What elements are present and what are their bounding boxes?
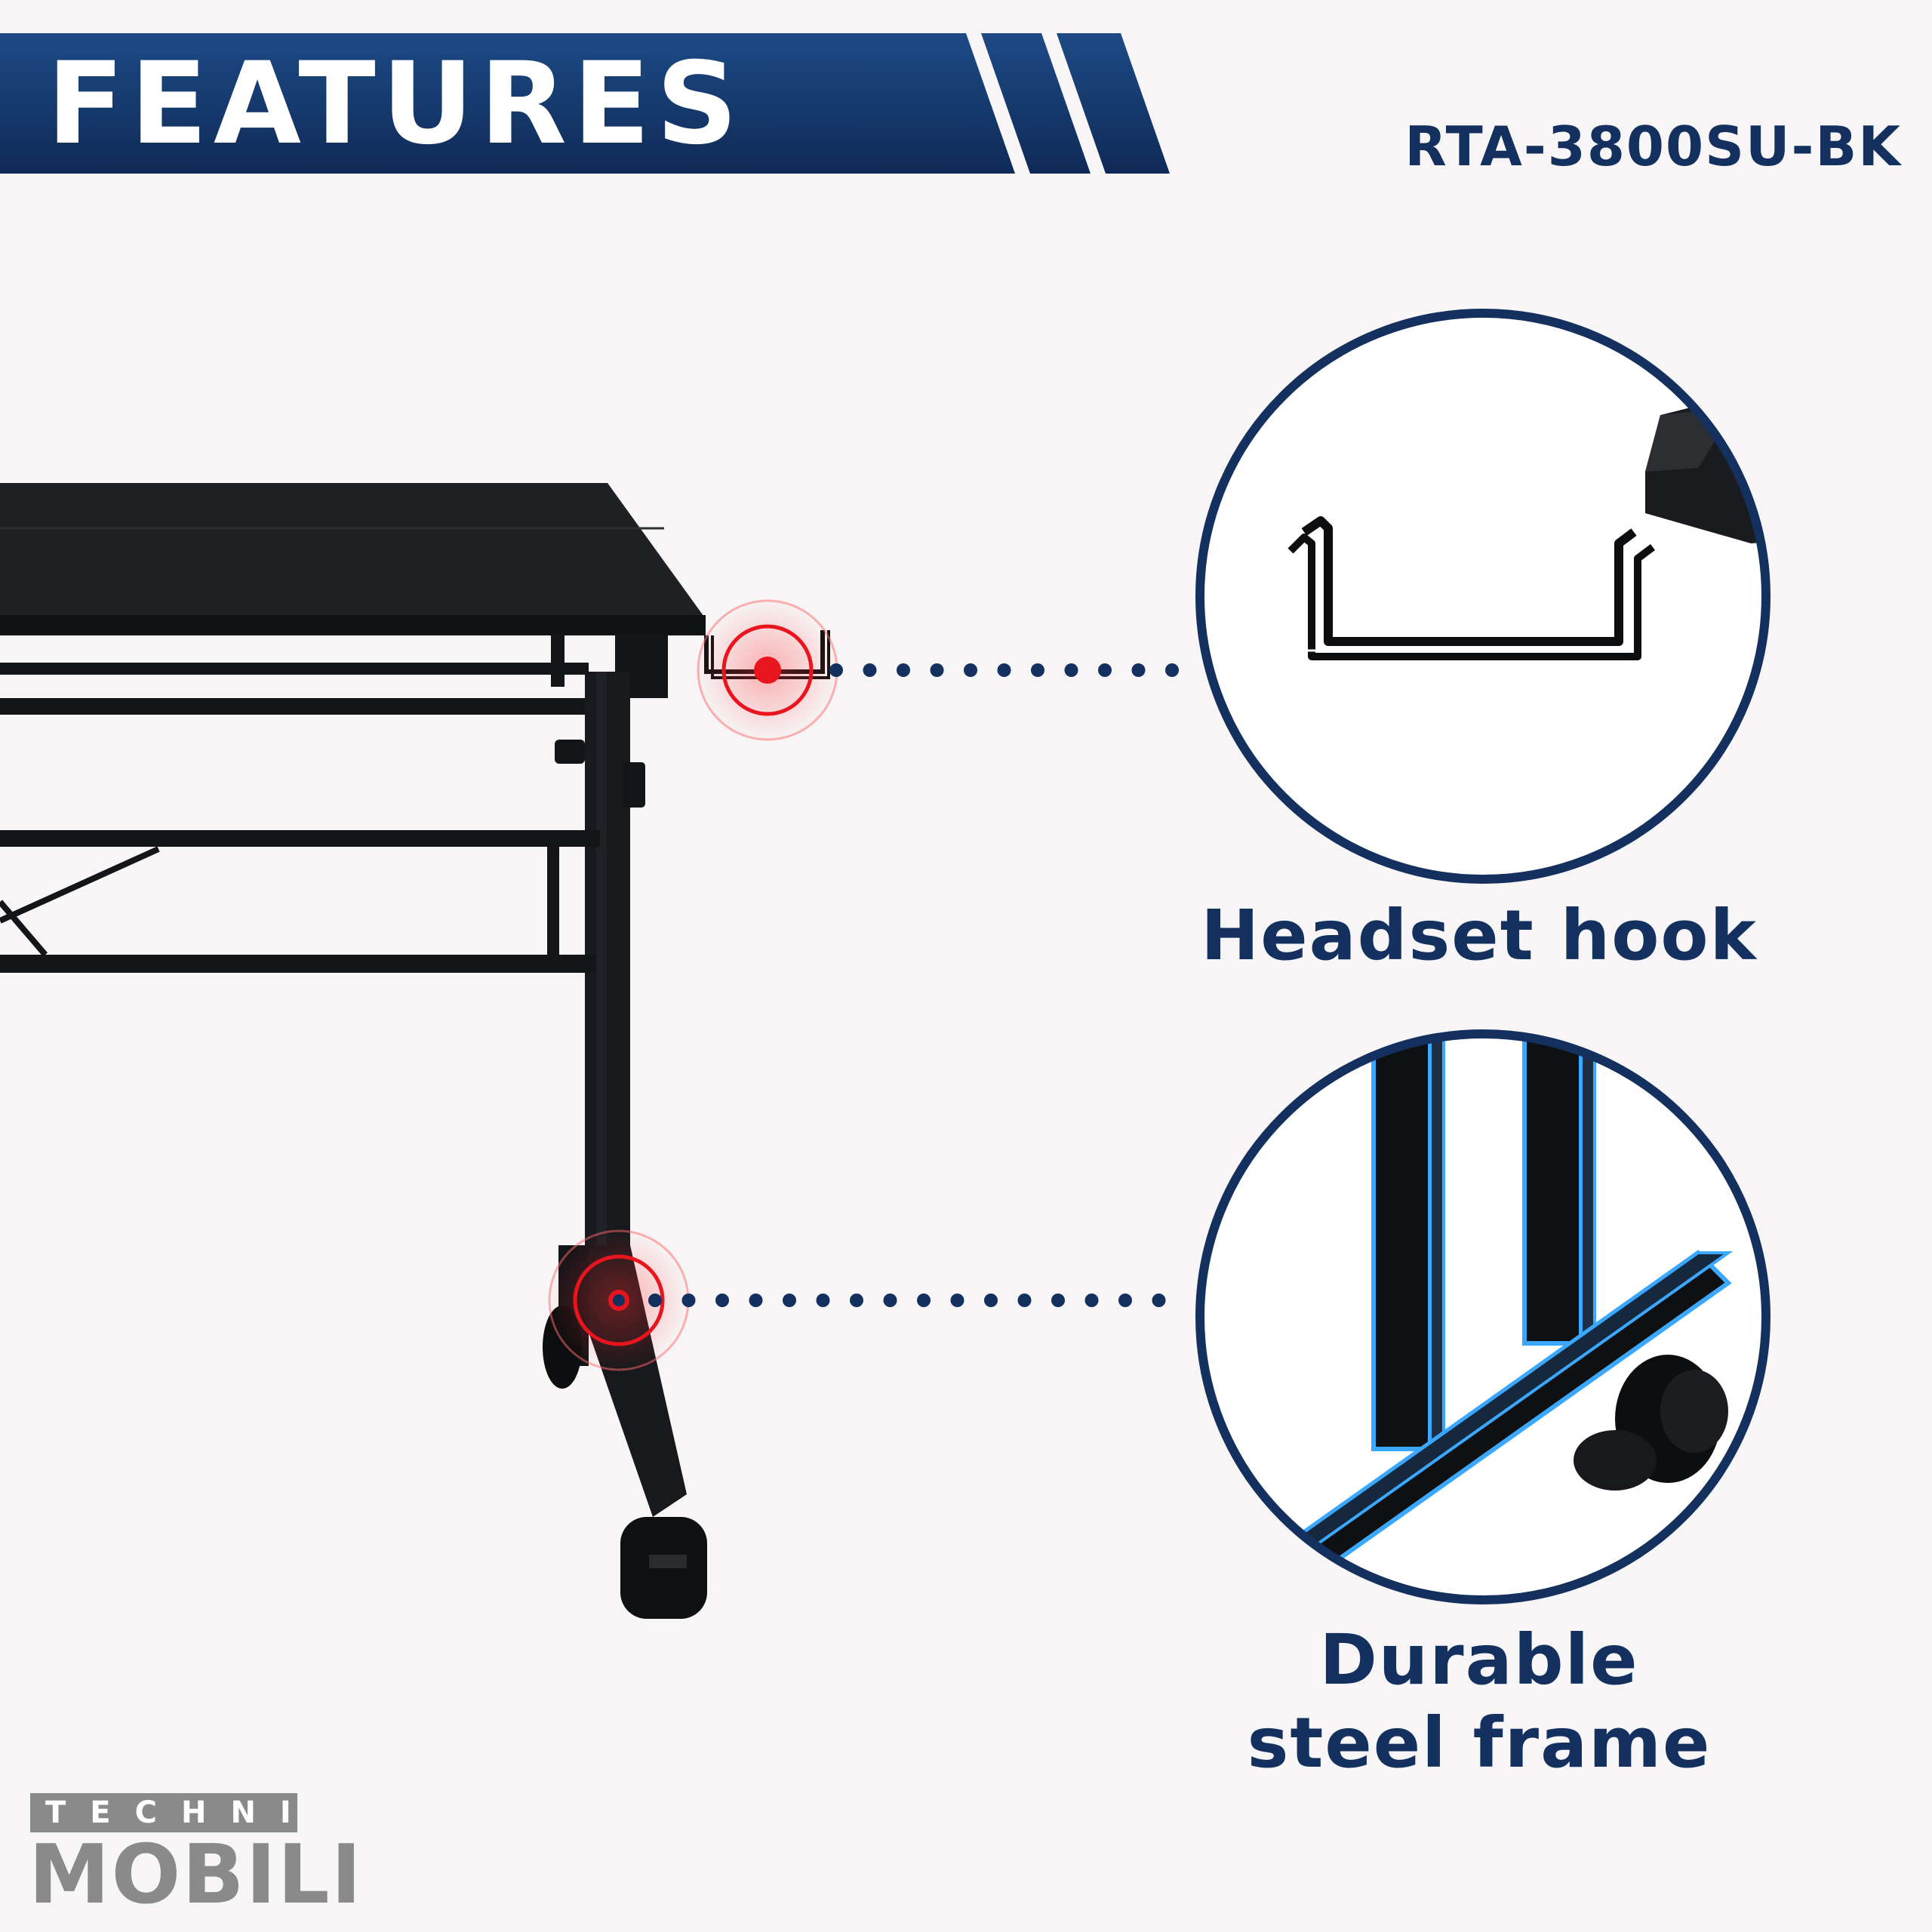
connector-dot xyxy=(681,1294,696,1307)
connector-headset-hook xyxy=(829,663,1179,677)
connector-dot xyxy=(829,663,843,677)
brand-logo-bottom: MOBILI xyxy=(29,1828,363,1922)
connector-dot xyxy=(964,663,977,677)
feature-label-line1: Durable xyxy=(1319,1620,1639,1700)
page-title: FEATURES xyxy=(47,38,744,170)
hotspot-headset-hook xyxy=(696,598,839,742)
connector-dot xyxy=(1051,1294,1065,1307)
connector-dot xyxy=(1017,1294,1032,1307)
model-number: RTA-3800SU-BK xyxy=(1404,115,1902,178)
connector-dot xyxy=(984,1294,998,1307)
desk-image xyxy=(0,483,830,1619)
zoom-circle-headset-hook xyxy=(1195,309,1770,884)
feature-label-headset-hook: Headset hook xyxy=(1201,895,1758,976)
connector-dot xyxy=(1152,1294,1166,1307)
connector-dot xyxy=(1031,663,1044,677)
connector-dot xyxy=(715,1294,729,1307)
connector-dot xyxy=(1118,1294,1132,1307)
connector-dot xyxy=(1064,663,1078,677)
connector-dot xyxy=(917,1294,931,1307)
zoom-circle-steel-frame xyxy=(1195,1029,1770,1604)
connector-dot xyxy=(749,1294,763,1307)
connector-dot xyxy=(883,1294,897,1307)
connector-dot xyxy=(783,1294,796,1307)
connector-dot xyxy=(950,1294,964,1307)
connector-dot xyxy=(648,1294,662,1307)
connector-dot xyxy=(816,1294,830,1307)
connector-dot xyxy=(930,663,944,677)
brand-logo-top: TECHNI xyxy=(30,1793,297,1832)
connector-dot xyxy=(863,663,877,677)
feature-label-line2: steel frame xyxy=(1247,1703,1712,1783)
connector-steel-frame xyxy=(648,1294,1166,1307)
connector-dot xyxy=(997,663,1011,677)
connector-dot xyxy=(1165,663,1179,677)
connector-dot xyxy=(897,663,910,677)
hotspot-steel-frame xyxy=(547,1229,691,1372)
feature-label-steel-frame: Durable steel frame xyxy=(1177,1619,1781,1785)
connector-dot xyxy=(850,1294,863,1307)
connector-dot xyxy=(1098,663,1112,677)
connector-dot xyxy=(1084,1294,1099,1307)
connector-dot xyxy=(1131,663,1146,677)
features-banner xyxy=(0,33,1170,174)
